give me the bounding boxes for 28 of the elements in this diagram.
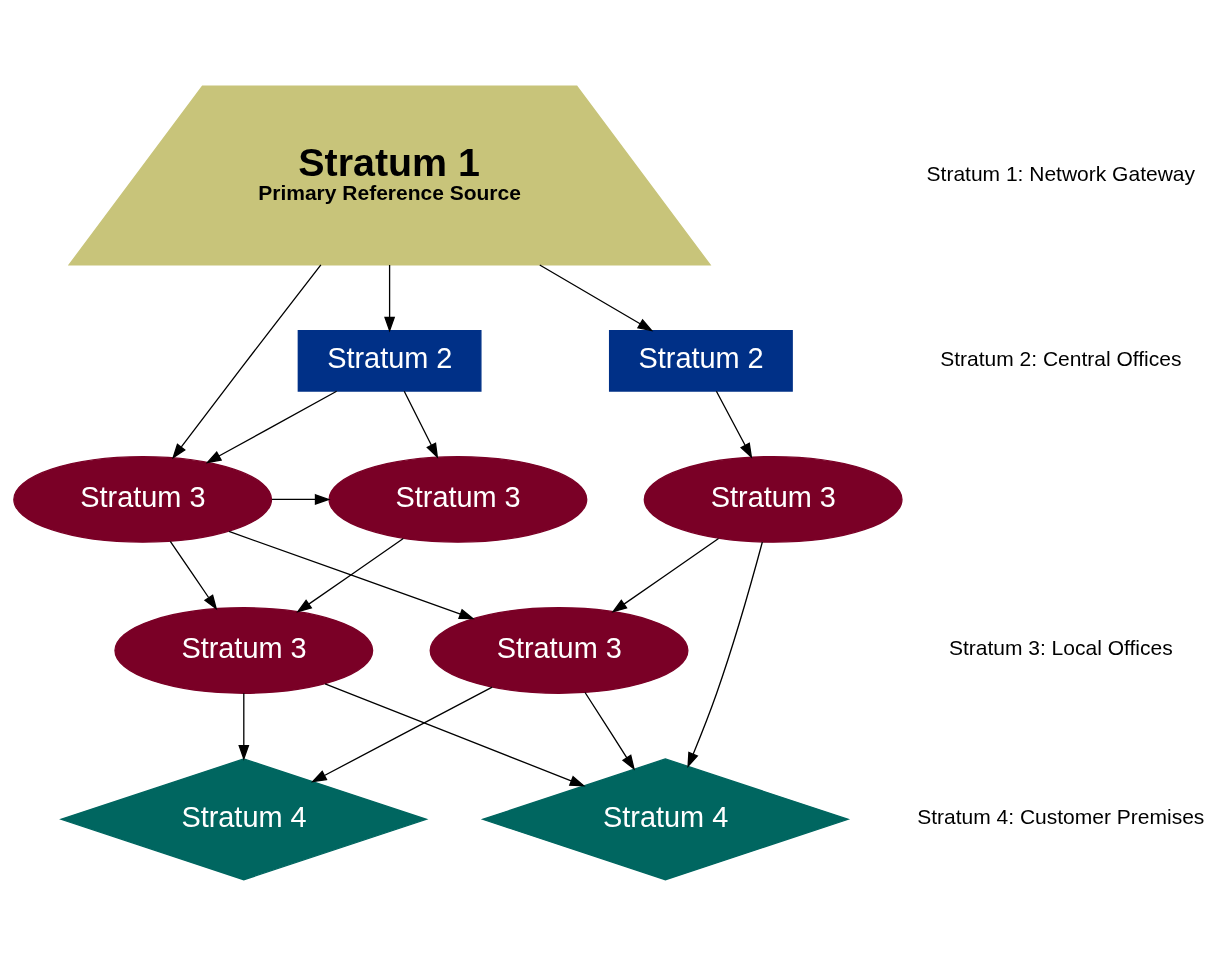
label: Stratum 4: Customer Premises: [917, 804, 1205, 828]
node-box: Stratum 2: [297, 329, 482, 392]
arrow: [584, 691, 636, 771]
node-box: Stratum 2: [608, 329, 793, 392]
arrow: [172, 263, 322, 459]
arrow: [715, 390, 753, 459]
arrow: [296, 537, 404, 613]
arrow: [238, 692, 250, 761]
arrow: [539, 263, 654, 332]
arrow: [403, 390, 439, 459]
arrow: [324, 682, 586, 786]
label: Stratum 1: Network Gateway: [926, 161, 1196, 185]
node-diamond: Stratum 4: [59, 757, 429, 880]
arrow: [687, 540, 763, 768]
label: Stratum 2: Central Offices: [940, 346, 1182, 370]
node-ellipse: Stratum 3: [328, 455, 588, 543]
node-diamond: Stratum 4: [480, 757, 851, 880]
label: Stratum 3: Local Offices: [948, 635, 1173, 659]
node-ellipse: Stratum 3: [114, 606, 374, 694]
arrow: [384, 263, 396, 333]
node-ellipse: Stratum 3: [643, 455, 903, 543]
arrow: [310, 685, 493, 783]
arrow: [271, 493, 331, 505]
arrow: [611, 537, 720, 613]
arrow: [205, 390, 338, 463]
arrow: [169, 540, 218, 610]
arrow: [228, 530, 475, 619]
node-ellipse: Stratum 3: [13, 455, 273, 543]
